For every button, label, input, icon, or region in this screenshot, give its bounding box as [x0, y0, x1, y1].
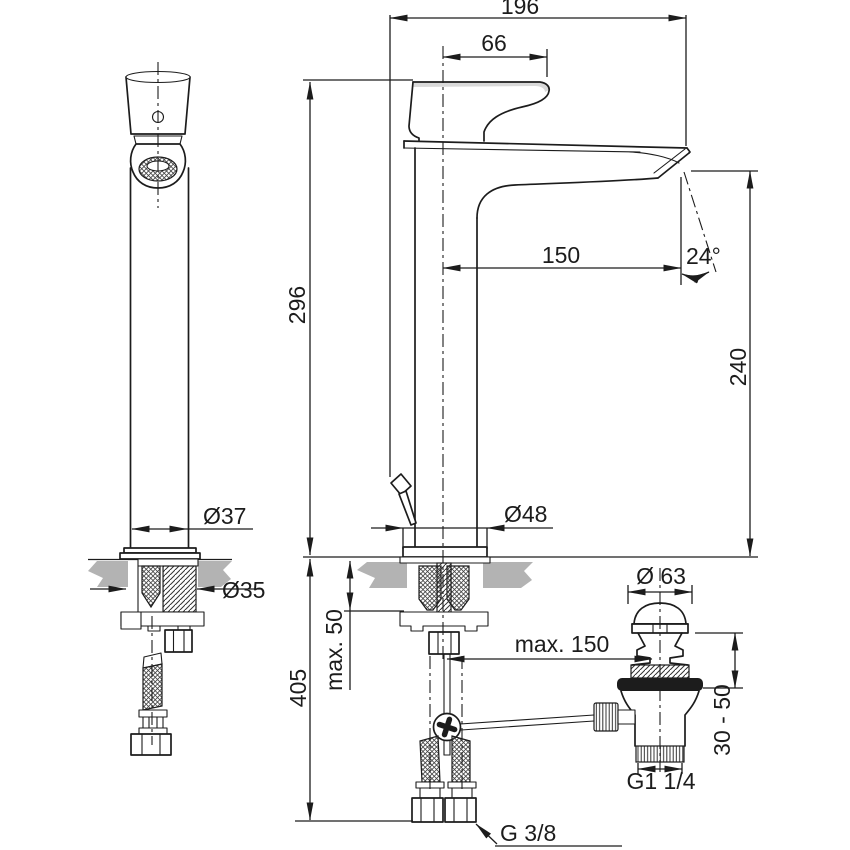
dim-label-30-50: 30 - 50	[709, 684, 735, 756]
dimension-66: 66	[442, 30, 548, 77]
handle-lever	[412, 81, 551, 142]
base-flange	[402, 546, 488, 558]
threaded-stud	[436, 562, 452, 619]
dimension-g114: G1 1/4	[626, 763, 696, 794]
dimension-g38: G 3/8	[475, 820, 622, 847]
dimension-240: 240	[691, 170, 758, 557]
dim-label-196: 196	[501, 0, 539, 19]
hose-hex-nut	[444, 797, 477, 823]
threaded-shank	[162, 565, 197, 613]
dimension-296: 296	[284, 79, 413, 556]
waste-waist	[631, 632, 651, 666]
knurled-connector	[593, 702, 619, 732]
dimension-30-50: 30 - 50	[695, 632, 743, 756]
hose-hex-nut	[130, 733, 172, 756]
dimension-150: 150	[442, 177, 682, 285]
spout-underside	[476, 177, 659, 219]
side-view-faucet	[390, 46, 691, 823]
dim-label-24deg: 24°	[686, 243, 721, 269]
countertop-main	[303, 556, 758, 588]
counter-slab	[88, 561, 128, 587]
mounting-nut	[164, 629, 193, 653]
hose-hex-nut	[411, 797, 444, 823]
counter-slab	[198, 561, 232, 587]
counter-slab	[483, 562, 533, 588]
dim-label-296: 296	[284, 286, 310, 324]
dim-label-150: 150	[542, 242, 580, 268]
spout-outlet-face	[657, 152, 690, 179]
dimensions: 196 66 296 405 150 24°	[90, 0, 758, 847]
dimension-405: 405	[285, 558, 413, 822]
counter-slab	[357, 562, 407, 588]
spout-inner-line	[629, 151, 680, 164]
pull-rod-knob	[390, 473, 412, 496]
popup-waste-assembly	[593, 568, 703, 772]
pull-rod-stem	[398, 490, 417, 526]
dim-label-d35: Ø35	[222, 577, 265, 603]
front-view-faucet	[119, 62, 205, 756]
dimension-d48: Ø48	[371, 501, 553, 549]
dim-label-d37: Ø37	[203, 503, 246, 529]
mounting-bracket	[399, 611, 489, 632]
braided-hose	[142, 663, 163, 711]
dim-label-240: 240	[725, 348, 751, 386]
dim-label-g38: G 3/8	[500, 820, 556, 846]
hose-in-shank	[141, 565, 161, 609]
dimension-d35: Ø35	[90, 577, 265, 603]
dim-label-max150: max. 150	[515, 631, 610, 657]
linkage-rod	[459, 714, 595, 725]
dimension-24deg: 24°	[681, 171, 721, 284]
dim-label-66: 66	[481, 30, 507, 56]
dimension-max150: max. 150	[446, 631, 653, 663]
dim-label-d63: Ø 63	[636, 563, 686, 589]
waste-seal-flange	[617, 678, 703, 691]
handle-top-surface	[413, 82, 549, 92]
dimension-d63: Ø 63	[627, 563, 693, 604]
mounting-nut	[428, 631, 460, 655]
dim-label-g114: G1 1/4	[626, 768, 695, 794]
braided-hose	[451, 735, 471, 783]
dimension-196: 196	[389, 0, 687, 477]
dim-label-405: 405	[285, 669, 311, 707]
dimension-max50: max. 50	[321, 560, 404, 691]
spout-top	[403, 140, 688, 149]
dim-label-max50: max. 50	[321, 609, 347, 691]
countertop-left	[88, 558, 232, 587]
spout-angle-axis	[683, 171, 717, 273]
dim-label-d48: Ø48	[504, 501, 547, 527]
base-gasket	[399, 556, 491, 564]
joint-cross-icon	[436, 716, 458, 738]
dimension-d37: Ø37	[131, 503, 253, 533]
